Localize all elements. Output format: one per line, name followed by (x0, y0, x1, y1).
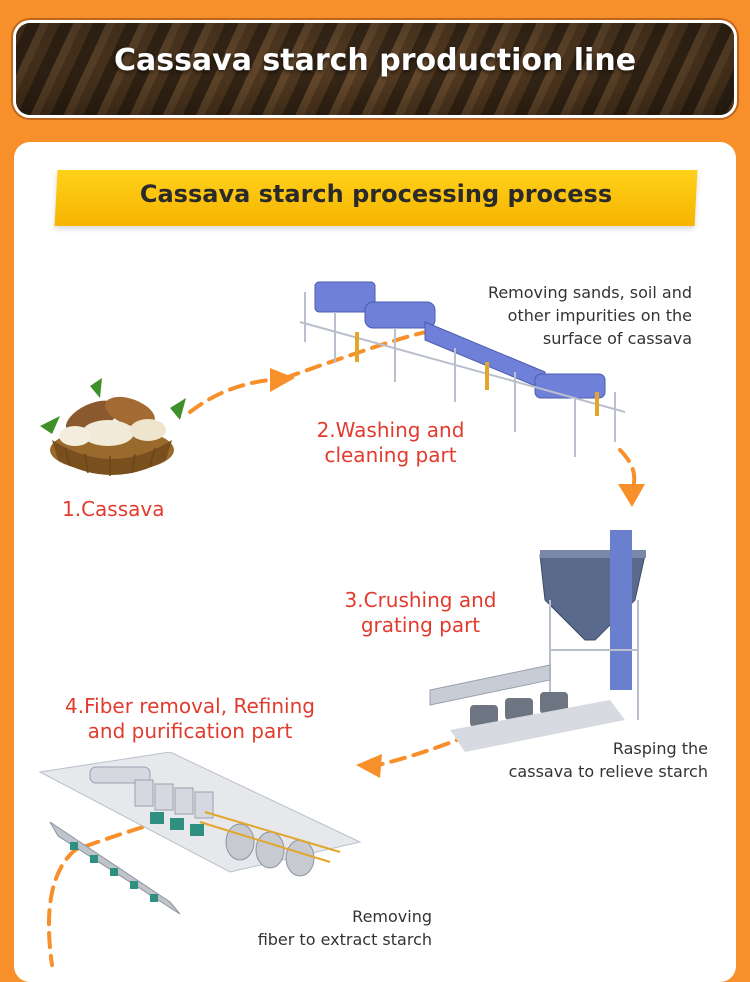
arrow-head-2 (618, 484, 645, 507)
step-2-label-line-1: 2.Washing and (316, 418, 465, 442)
step-4-description: Removing fiber to extract starch (230, 905, 432, 951)
step-2-description: Removing sands, soil and other impuritie… (456, 281, 692, 350)
step-2-label: 2.Washing and cleaning part (298, 418, 483, 468)
step-3-label-line-1: 3.Crushing and (344, 588, 497, 612)
header-banner: Cassava starch production line (16, 23, 734, 115)
refining-line-image (38, 752, 362, 915)
cassava-basket-image (40, 378, 186, 476)
step-4-desc-line-2: fiber to extract starch (257, 930, 432, 949)
section-title: Cassava starch processing process (139, 180, 613, 208)
step-3-label: 3.Crushing and grating part (328, 588, 513, 638)
arrow-path-1 (188, 378, 272, 414)
step-2-label-line-2: cleaning part (324, 443, 457, 467)
step-4-desc-line-1: Removing (352, 907, 432, 926)
arrow-head-3 (356, 754, 382, 778)
step-4-label: 4.Fiber removal, Refining and purificati… (40, 694, 340, 744)
step-3-desc-line-1: Rasping the (612, 739, 708, 758)
crushing-machine-image (429, 530, 646, 752)
page-title: Cassava starch production line (113, 43, 637, 78)
step-3-label-line-2: grating part (360, 613, 481, 637)
step-2-desc-line-2: other impurities on the (507, 306, 692, 325)
step-4-label-line-1: 4.Fiber removal, Refining (65, 694, 315, 718)
step-3-description: Rasping the cassava to relieve starch (478, 737, 708, 783)
step-4-label-line-2: and purification part (87, 719, 293, 743)
arrow-head-1 (270, 368, 295, 392)
step-2-desc-line-3: surface of cassava (542, 329, 692, 348)
step-1-label: 1.Cassava (62, 497, 165, 521)
step-2-desc-line-1: Removing sands, soil and (487, 283, 692, 302)
washing-machine-image (299, 281, 626, 457)
arrow-path-3 (618, 448, 637, 492)
step-3-desc-line-2: cassava to relieve starch (508, 762, 708, 781)
